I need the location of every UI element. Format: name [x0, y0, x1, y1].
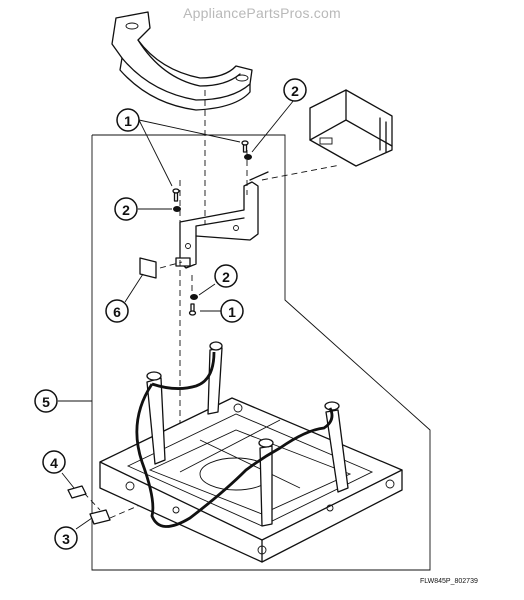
clip-part: [67, 485, 87, 499]
washer-fastener: [173, 206, 181, 212]
callout-number: 1: [124, 113, 132, 129]
callout-number: 6: [113, 304, 121, 320]
callout-balloon: 3: [54, 526, 78, 550]
support-block-part: [309, 89, 393, 167]
washer-fastener: [244, 154, 252, 160]
suspension-strut: [146, 371, 166, 465]
watermark-text: AppliancePartsPros.com: [183, 5, 341, 21]
callout-number: 3: [62, 531, 70, 547]
hinge-bracket-part: [111, 11, 253, 111]
callout-balloon: 2: [114, 197, 138, 221]
callout-balloon: 6: [105, 299, 129, 323]
pad-part: [139, 257, 157, 279]
assembly-outline: [91, 134, 431, 571]
callout-number: 1: [228, 304, 236, 320]
callout-balloon: 1: [220, 299, 244, 323]
callout-number: 2: [222, 269, 230, 285]
callout-balloon: 2: [214, 264, 238, 288]
callout-number: 2: [122, 202, 130, 218]
base-platform-part: [99, 397, 403, 563]
cable-harness: [135, 351, 334, 528]
clip-part: [89, 509, 111, 525]
suspension-strut: [258, 438, 274, 527]
callout-number: 5: [42, 394, 50, 410]
callout-balloon: 2: [283, 78, 307, 102]
callout-number: 4: [50, 455, 58, 471]
screw-fastener: [241, 140, 249, 153]
leader-lines: [58, 99, 295, 530]
callout-balloon: 1: [116, 108, 140, 132]
drawing-code-label: FLW845P_802739: [420, 578, 478, 585]
screw-fastener: [172, 188, 180, 202]
callout-balloon: 5: [34, 389, 58, 413]
callout-balloon: 4: [42, 450, 66, 474]
screw-fastener: [188, 303, 197, 316]
callout-number: 2: [291, 83, 299, 99]
washer-fastener: [190, 294, 198, 300]
angle-bracket-part: [175, 171, 269, 269]
